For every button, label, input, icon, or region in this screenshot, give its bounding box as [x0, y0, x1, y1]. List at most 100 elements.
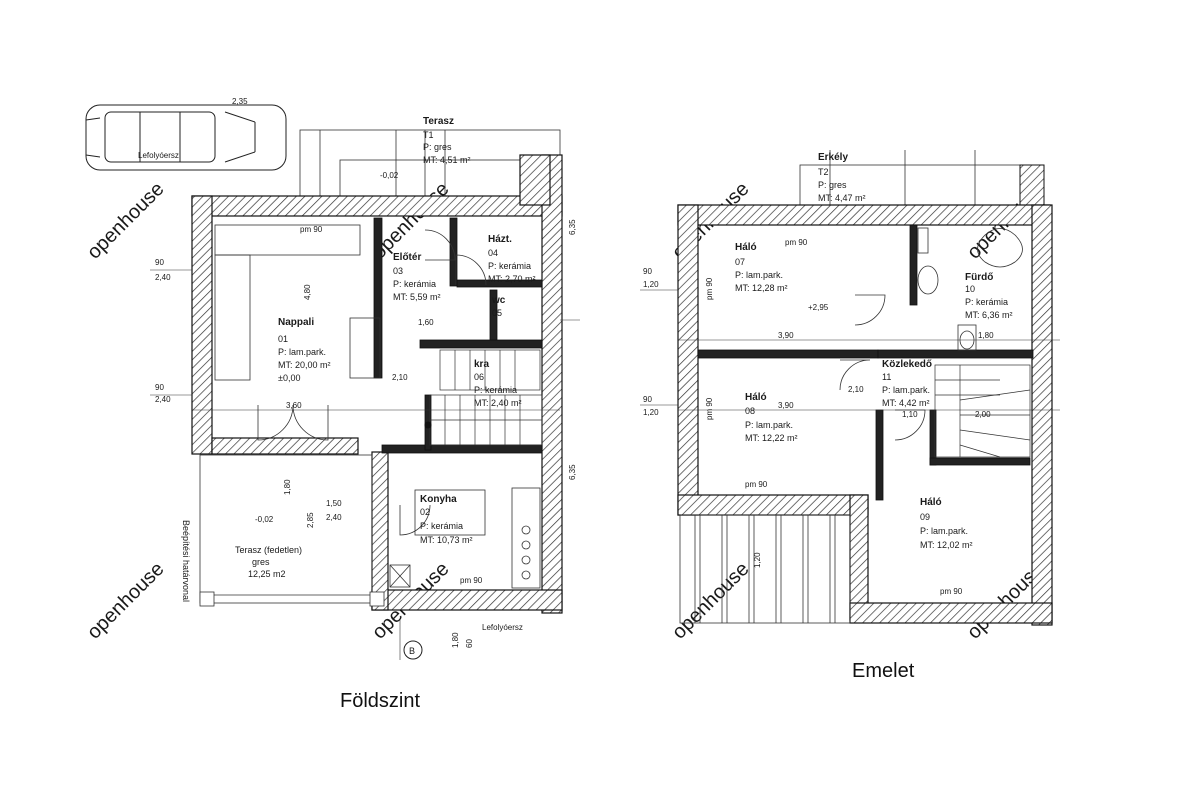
ground-floor-caption: Földszint	[340, 690, 421, 712]
svg-text:07: 07	[735, 257, 745, 267]
svg-text:MT: 5,59 m²: MT: 5,59 m²	[393, 292, 441, 302]
upper-inner-walls	[697, 224, 1034, 501]
dim-label: 90	[155, 258, 164, 267]
dim-label: 1,20	[753, 552, 762, 568]
svg-text:P: lam.park.: P: lam.park.	[882, 385, 930, 395]
svg-text:Terasz (fedetlen): Terasz (fedetlen)	[235, 545, 302, 555]
dim-label: 4,80	[303, 284, 312, 300]
ground-outer-walls	[191, 154, 563, 614]
svg-text:wc: wc	[491, 295, 506, 306]
dim-label: 3,60	[286, 401, 302, 410]
svg-text:kra: kra	[474, 359, 489, 370]
pergola	[679, 514, 851, 624]
upper-staircase	[934, 364, 1031, 458]
dim-label: 1,80	[978, 331, 994, 340]
dim-label: 90	[643, 267, 652, 276]
room-wc: wc 05	[491, 295, 506, 318]
svg-text:P: kerámia: P: kerámia	[488, 261, 531, 271]
dim-label: 1,10	[902, 410, 918, 419]
svg-text:gres: gres	[252, 557, 270, 567]
dim-label: pm 90	[300, 225, 323, 234]
axis-b-label: B	[409, 646, 415, 656]
dim-label: 2,40	[326, 513, 342, 522]
dim-label: 1,50	[326, 499, 342, 508]
svg-text:MT: 12,02 m²: MT: 12,02 m²	[920, 540, 973, 550]
svg-text:MT: 2,40 m²: MT: 2,40 m²	[474, 398, 522, 408]
svg-text:Háló: Háló	[920, 497, 942, 508]
svg-text:P: lam.park.: P: lam.park.	[735, 270, 783, 280]
svg-text:MT: 20,00 m²: MT: 20,00 m²	[278, 360, 331, 370]
watermark-5: openhouse	[83, 558, 169, 644]
dim-label: 2,10	[392, 373, 408, 382]
ground-floor-plan: 2,35	[85, 97, 580, 660]
svg-text:MT: 12,28 m²: MT: 12,28 m²	[735, 283, 788, 293]
dim-label: 2,40	[155, 273, 171, 282]
svg-text:P: lam.park.: P: lam.park.	[278, 347, 326, 357]
room-terrace-top: Terasz T1 P: gres MT: 4,51 m²	[423, 116, 471, 165]
dim-label: 90	[155, 383, 164, 392]
svg-text:MT: 10,73 m²: MT: 10,73 m²	[420, 535, 473, 545]
dim-label: 1,80	[283, 479, 292, 495]
upper-outer-walls	[677, 204, 1053, 626]
svg-text:05: 05	[492, 308, 502, 318]
svg-text:Háló: Háló	[735, 242, 757, 253]
level-top-label: -0,02	[380, 171, 399, 180]
svg-text:±0,00: ±0,00	[278, 373, 300, 383]
svg-text:P: gres: P: gres	[818, 180, 847, 190]
svg-text:MT: 4,42 m²: MT: 4,42 m²	[882, 398, 930, 408]
gutter-label-bottom: Lefolyóersz	[482, 623, 523, 632]
svg-text:MT: 2,70 m²: MT: 2,70 m²	[488, 274, 536, 284]
svg-text:P: kerámia: P: kerámia	[420, 521, 463, 531]
dim-label: 2,10	[848, 385, 864, 394]
dim-label: pm 90	[785, 238, 808, 247]
svg-text:06: 06	[474, 372, 484, 382]
dim-label: 1,20	[643, 280, 659, 289]
room-hallway: Közlekedő 11 P: lam.park. MT: 4,42 m²	[882, 359, 932, 408]
svg-text:02: 02	[420, 507, 430, 517]
room-vestibule: Előtér 03 P: kerámia MT: 5,59 m²	[393, 252, 441, 302]
watermark-7: openhouse	[668, 558, 754, 644]
dim-label: 60	[465, 639, 474, 648]
dim-label: 2,85	[306, 512, 315, 528]
svg-text:04: 04	[488, 248, 498, 258]
svg-text:MT: 4,47 m²: MT: 4,47 m²	[818, 193, 866, 203]
dim-label: 6,35	[568, 219, 577, 235]
ground-staircase	[429, 349, 543, 446]
car-icon	[85, 104, 287, 171]
room-bathroom: Fürdő 10 P: kerámia MT: 6,36 m²	[965, 272, 1013, 320]
svg-text:Terasz: Terasz	[423, 116, 454, 127]
dim-label: pm 90	[460, 576, 483, 585]
room-living: Nappali 01 P: lam.park. MT: 20,00 m² ±0,…	[278, 317, 331, 383]
svg-text:Házt.: Házt.	[488, 234, 512, 245]
svg-text:12,25 m2: 12,25 m2	[248, 569, 286, 579]
car-dim-label: 2,35	[232, 97, 248, 106]
room-balcony: Erkély T2 P: gres MT: 4,47 m²	[818, 152, 866, 203]
dim-label: 1,60	[418, 318, 434, 327]
room-utility: Házt. 04 P: kerámia MT: 2,70 m²	[488, 234, 536, 284]
svg-text:09: 09	[920, 512, 930, 522]
svg-text:T1: T1	[423, 130, 434, 140]
room-kitchen: Konyha 02 P: kerámia MT: 10,73 m²	[420, 494, 473, 545]
svg-text:P: lam.park.: P: lam.park.	[920, 526, 968, 536]
svg-text:MT: 4,51 m²: MT: 4,51 m²	[423, 155, 471, 165]
dim-label: 6,35	[568, 464, 577, 480]
dim-label: 1,20	[643, 408, 659, 417]
svg-text:P: kerámia: P: kerámia	[393, 279, 436, 289]
svg-text:P: lam.park.: P: lam.park.	[745, 420, 793, 430]
dim-label: pm 90	[940, 587, 963, 596]
dim-label: pm 90	[705, 277, 714, 300]
dim-label: 90	[643, 395, 652, 404]
svg-text:MT: 6,36 m²: MT: 6,36 m²	[965, 310, 1013, 320]
dim-label: pm 90	[705, 397, 714, 420]
svg-text:P: kerámia: P: kerámia	[474, 385, 517, 395]
svg-text:11: 11	[882, 372, 891, 382]
svg-text:T2: T2	[818, 167, 829, 177]
svg-text:+2,95: +2,95	[808, 303, 829, 312]
svg-text:03: 03	[393, 266, 403, 276]
dim-label: 2,00	[975, 410, 991, 419]
svg-text:-0,02: -0,02	[255, 515, 274, 524]
dim-label: 2,40	[155, 395, 171, 404]
svg-text:Fürdő: Fürdő	[965, 272, 993, 283]
svg-text:Nappali: Nappali	[278, 317, 314, 328]
